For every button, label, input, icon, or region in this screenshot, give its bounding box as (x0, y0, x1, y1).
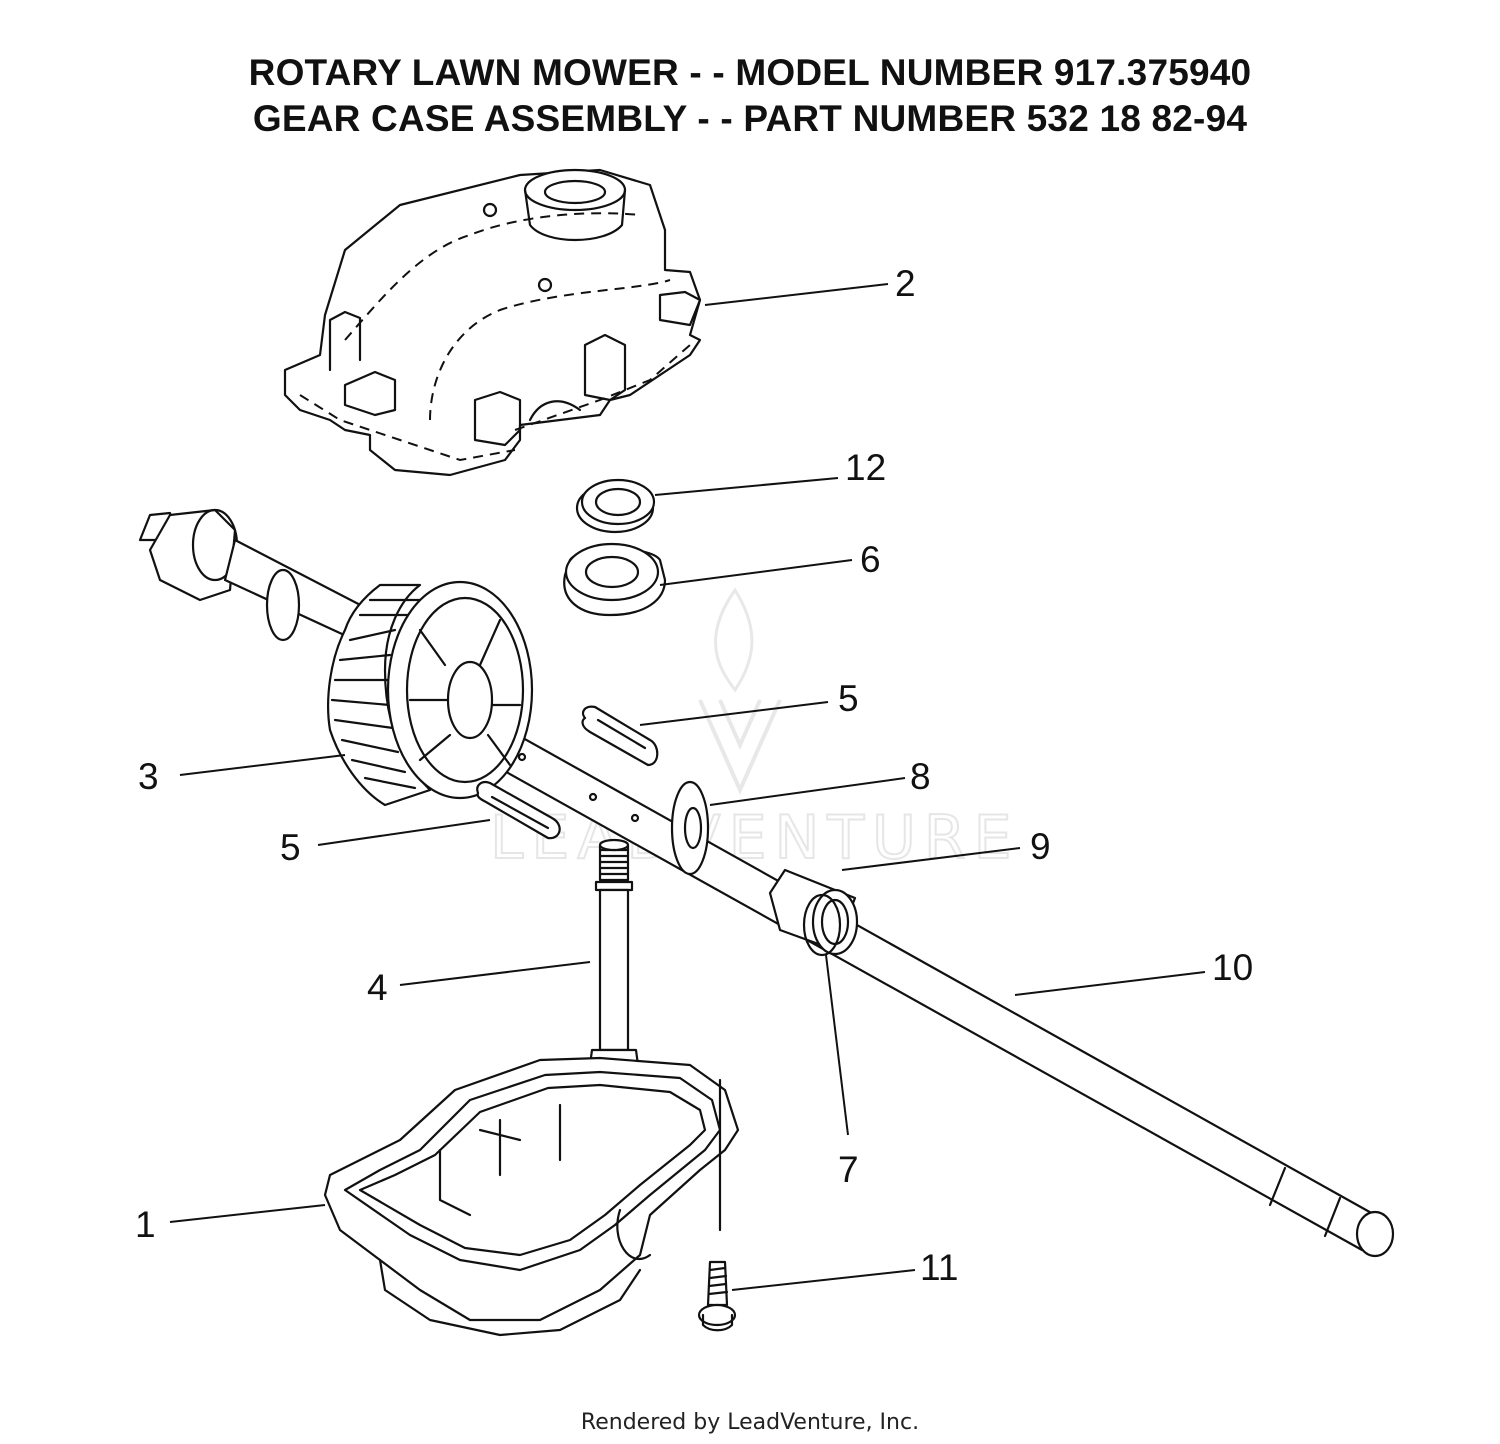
part-8-thrust-washer[interactable] (670, 780, 710, 876)
part-11-screw[interactable] (697, 1260, 737, 1332)
part-3-bevel-gear[interactable] (327, 580, 534, 807)
part-1-gear-case-housing[interactable] (323, 1056, 740, 1337)
callout-11: 11 (920, 1247, 958, 1288)
leader-8 (709, 777, 906, 806)
leader-12 (654, 477, 839, 496)
part-12-bearing[interactable] (575, 478, 656, 534)
callout-3: 3 (138, 756, 159, 797)
leader-4 (399, 961, 591, 986)
callout-6: 6 (860, 539, 881, 580)
leader-lines (169, 283, 1206, 1291)
leader-2 (704, 283, 889, 306)
callout-5-upper: 5 (838, 678, 859, 719)
callout-1: 1 (135, 1204, 156, 1245)
diagram-title-line-2: GEAR CASE ASSEMBLY - - PART NUMBER 532 1… (252, 98, 1248, 139)
leader-1 (169, 1204, 326, 1223)
part-7-seal[interactable] (802, 893, 842, 957)
callout-9: 9 (1030, 826, 1051, 867)
footer-credit: Rendered by LeadVenture, Inc. (580, 1410, 920, 1435)
leader-3 (179, 754, 346, 776)
callout-12: 12 (845, 447, 886, 488)
callout-10: 10 (1212, 947, 1253, 988)
leader-5-lower (317, 819, 491, 846)
part-9-bushing[interactable] (768, 868, 859, 956)
part-6-bearing[interactable] (563, 542, 667, 617)
callout-7: 7 (838, 1149, 859, 1190)
part-5-pin-upper[interactable] (581, 705, 659, 767)
part-5-pin-lower[interactable] (476, 781, 561, 840)
leader-7 (825, 954, 849, 1136)
callout-5-lower: 5 (280, 827, 301, 868)
leader-9 (841, 847, 1021, 871)
callout-2: 2 (895, 263, 916, 304)
watermark-text: LEADVENTURE (490, 803, 1020, 873)
diagram-title-line-1: ROTARY LAWN MOWER - - MODEL NUMBER 917.3… (248, 52, 1252, 93)
callout-8: 8 (910, 756, 931, 797)
callout-4: 4 (367, 967, 388, 1008)
leader-6 (659, 559, 853, 586)
leader-11 (731, 1269, 916, 1291)
part-2-gear-case-cover[interactable] (283, 168, 702, 477)
leader-10 (1014, 971, 1206, 996)
part-3-gear-shaft-stub[interactable] (138, 508, 372, 642)
callout-numbers: 2 12 6 5 3 8 5 9 4 10 7 1 11 (135, 263, 1253, 1288)
watermark: LEADVENTURE (489, 587, 1020, 874)
leader-5-upper (639, 701, 829, 726)
